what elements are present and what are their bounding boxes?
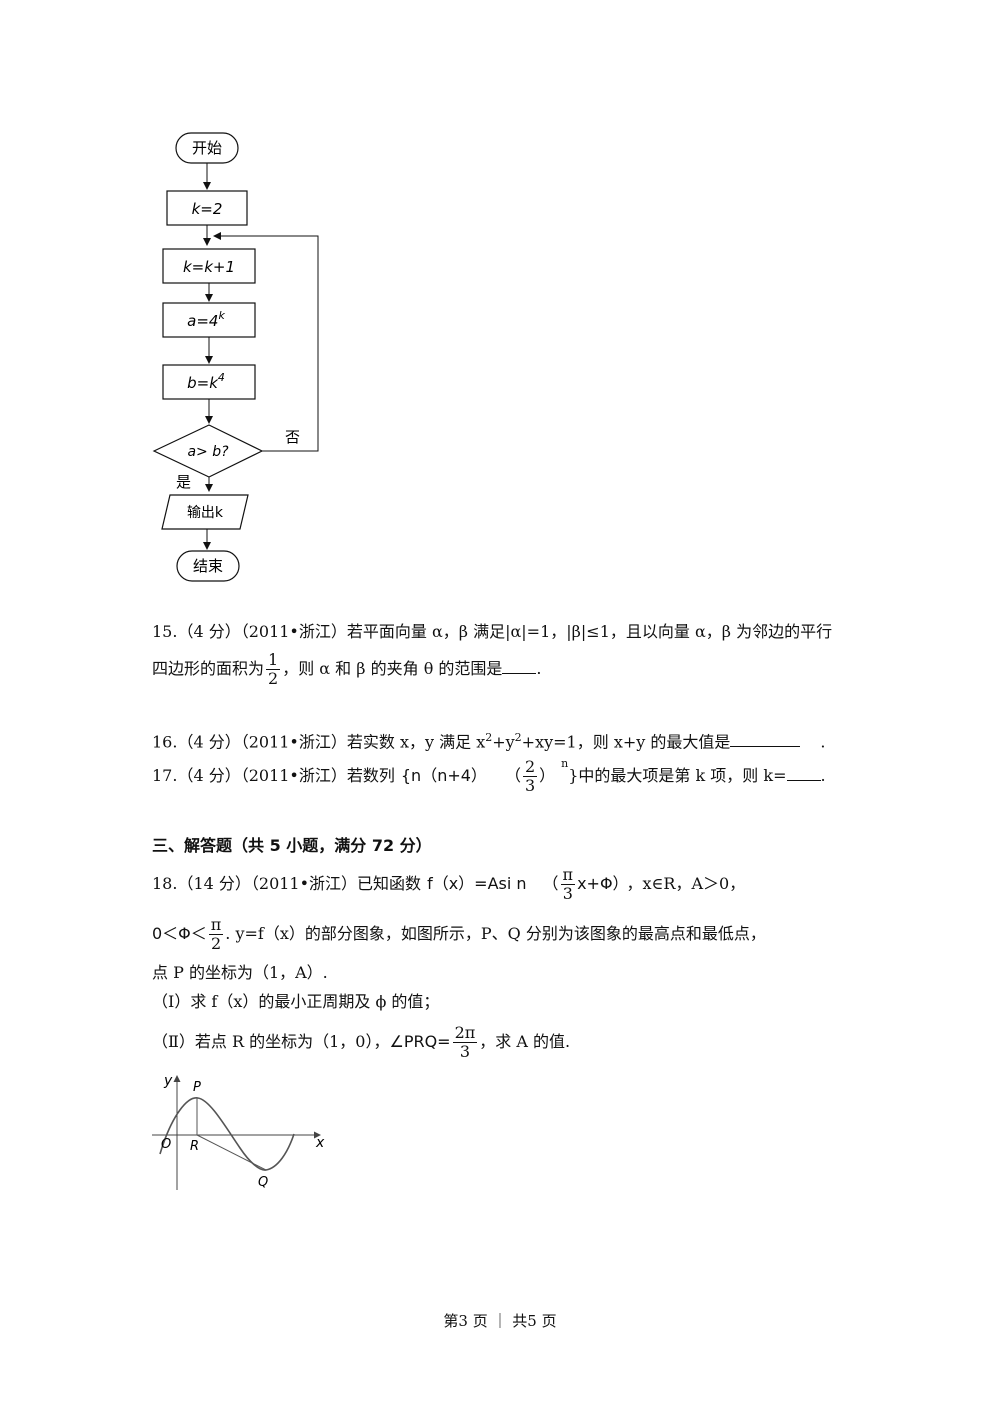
start-label: 开始 xyxy=(192,139,222,157)
b-label: b=k4 xyxy=(187,371,225,392)
decision-diamond xyxy=(152,424,264,478)
init-label: k=2 xyxy=(192,200,223,218)
b-box xyxy=(162,364,256,400)
origin-label: O xyxy=(161,1137,171,1152)
y-label: y xyxy=(163,1073,173,1089)
q16-line: 16.（4 分）（2011•浙江）若实数 x，y 满足 x2+y2+xy=1，则… xyxy=(152,730,826,752)
increment-box xyxy=(162,248,256,284)
loop-back-line xyxy=(220,235,319,452)
output-label: 输出k xyxy=(187,505,224,521)
init-box xyxy=(166,190,248,226)
r-to-q-line xyxy=(196,1134,267,1171)
a-box xyxy=(162,302,256,338)
page-footer: 第3 页 ｜ 共5 页 xyxy=(443,1312,557,1330)
q17-answer-blank[interactable] xyxy=(786,764,821,781)
q18-line4: （Ⅰ）求 f（x）的最小正周期及 ϕ 的值； xyxy=(152,992,440,1011)
q16-answer-blank[interactable] xyxy=(730,730,801,748)
r-label: R xyxy=(190,1139,199,1154)
q15-answer-blank[interactable] xyxy=(502,657,537,674)
x-label: x xyxy=(315,1135,325,1151)
p-label: P xyxy=(193,1080,201,1095)
decision-label: a> b? xyxy=(187,444,229,460)
section-title: 三、解答题（共 5 小题，满分 72 分） xyxy=(152,836,432,855)
q15-line1: 15.（4 分）（2011•浙江）若平面向量 α，β 满足|α|=1，|β|≤1… xyxy=(152,622,833,641)
sine-curve xyxy=(159,1097,295,1171)
q-label: Q xyxy=(258,1175,268,1190)
output-parallelogram xyxy=(161,494,249,530)
increment-label: k=k+1 xyxy=(183,258,235,276)
yes-label: 是 xyxy=(176,473,191,491)
sine-graph: y x O P R Q xyxy=(152,1073,325,1190)
no-label: 否 xyxy=(285,428,300,446)
flowchart: 开始 k=2 k=k+1 a=4k b=k4 a> b? 否 是 输出k 结束 xyxy=(152,132,319,582)
q18-line3: 点 P 的坐标为（1，A）. xyxy=(152,963,328,982)
a-label: a=4k xyxy=(187,309,225,330)
end-label: 结束 xyxy=(193,557,223,575)
end-terminal xyxy=(176,550,240,582)
